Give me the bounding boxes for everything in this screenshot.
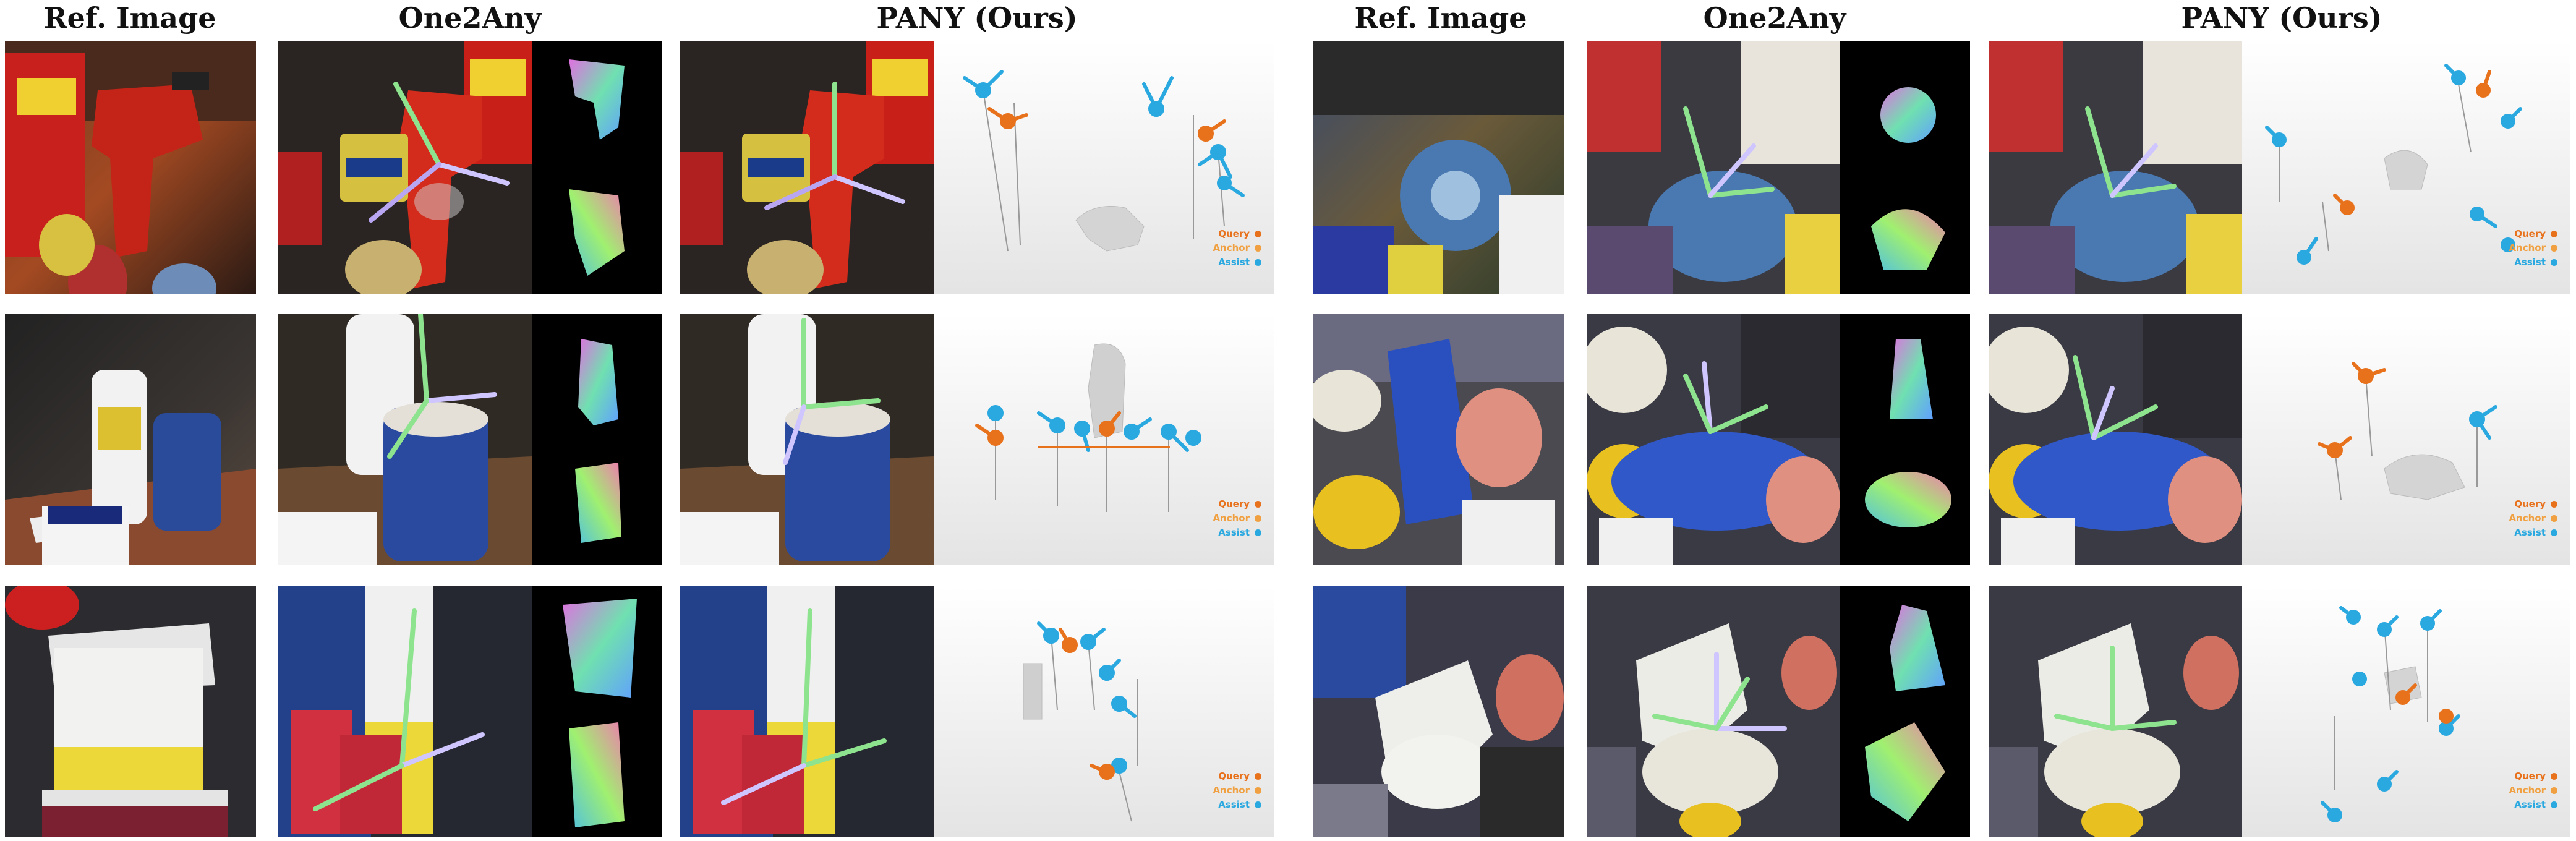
legend-query-label: Query — [1218, 228, 1250, 239]
pany-3d-render-r3: Query Anchor Assist — [934, 586, 1274, 837]
legend-assist-label: Assist — [1218, 799, 1250, 810]
one2any-pose-overlay-r4 — [1587, 41, 1840, 294]
ref-image-cleaner-masterchef — [5, 314, 256, 565]
legend-r4: Query Anchor Assist — [2509, 227, 2557, 270]
pany-pose-overlay-r1 — [680, 41, 934, 294]
ref-image-clutter-2 — [1313, 314, 1564, 565]
legend-anchor-label: Anchor — [2509, 785, 2546, 796]
camera-frustum-cluster — [963, 70, 1245, 197]
pany-pose-overlay-r6 — [1989, 586, 2242, 837]
pose-axis-z — [369, 162, 441, 223]
pany-3d-render-r2: Query Anchor Assist — [934, 314, 1274, 565]
pany-3d-render-r4: Query Anchor Assist — [2242, 41, 2570, 294]
pany-pose-overlay-r2 — [680, 314, 934, 565]
legend-anchor-label: Anchor — [2509, 242, 2546, 254]
header-ref-image-left: Ref. Image — [43, 1, 216, 35]
legend-query-label: Query — [1218, 498, 1250, 510]
legend-assist-label: Assist — [1218, 257, 1250, 268]
anchor-dot-icon — [1255, 245, 1261, 252]
header-pany-right: PANY (Ours) — [2181, 1, 2382, 35]
legend-r6: Query Anchor Assist — [2509, 769, 2557, 812]
legend-anchor-label: Anchor — [2509, 513, 2546, 524]
legend-assist-label: Assist — [2514, 799, 2546, 810]
ref-image-cheezit-drill — [5, 41, 256, 294]
pany-pose-overlay-r5 — [1989, 314, 2242, 565]
one2any-pose-overlay-r2 — [278, 314, 532, 565]
pose-axis-x — [437, 162, 510, 186]
one2any-nocs-maps-r1 — [532, 41, 662, 294]
legend-assist-label: Assist — [2514, 527, 2546, 538]
anchor-dot-icon — [1255, 515, 1261, 522]
one2any-nocs-maps-r5 — [1840, 314, 1970, 565]
query-dot-icon — [2551, 773, 2557, 780]
one2any-pose-overlay-r3 — [278, 586, 532, 837]
query-dot-icon — [2551, 501, 2557, 508]
legend-r3: Query Anchor Assist — [1213, 769, 1261, 812]
pany-3d-render-r6: Query Anchor Assist — [2242, 586, 2570, 837]
pany-3d-render-r5: Query Anchor Assist — [2242, 314, 2570, 565]
anchor-dot-icon — [1255, 787, 1261, 794]
one2any-pose-overlay-r6 — [1587, 586, 1840, 837]
legend-assist-label: Assist — [2514, 257, 2546, 268]
ref-image-clutter-1 — [1313, 41, 1564, 294]
one2any-pose-overlay-r1 — [278, 41, 532, 294]
legend-anchor-label: Anchor — [1213, 242, 1250, 254]
assist-dot-icon — [2551, 259, 2557, 266]
legend-assist-label: Assist — [1218, 527, 1250, 538]
pany-3d-render-r1: Query Anchor Assist — [934, 41, 1274, 294]
legend-anchor-label: Anchor — [1213, 513, 1250, 524]
ref-image-domino-sugar — [5, 586, 256, 837]
one2any-nocs-maps-r6 — [1840, 586, 1970, 837]
query-dot-icon — [1255, 773, 1261, 780]
assist-dot-icon — [2551, 801, 2557, 808]
pose-axis-y — [393, 82, 441, 167]
header-ref-image-right: Ref. Image — [1354, 1, 1527, 35]
legend-anchor-label: Anchor — [1213, 785, 1250, 796]
legend-r2: Query Anchor Assist — [1213, 497, 1261, 540]
query-dot-icon — [1255, 231, 1261, 237]
assist-dot-icon — [1255, 259, 1261, 266]
legend-query-label: Query — [2514, 498, 2546, 510]
assist-dot-icon — [2551, 529, 2557, 536]
one2any-nocs-maps-r2 — [532, 314, 662, 565]
header-one2any-right: One2Any — [1703, 1, 1846, 35]
one2any-nocs-maps-r4 — [1840, 41, 1970, 294]
one2any-nocs-maps-r3 — [532, 586, 662, 837]
query-dot-icon — [2551, 231, 2557, 237]
anchor-dot-icon — [2551, 245, 2557, 252]
legend-r1: Query Anchor Assist — [1213, 227, 1261, 270]
legend-query-label: Query — [1218, 771, 1250, 782]
legend-r5: Query Anchor Assist — [2509, 497, 2557, 540]
one2any-pose-overlay-r5 — [1587, 314, 1840, 565]
header-one2any-left: One2Any — [398, 1, 542, 35]
legend-query-label: Query — [2514, 228, 2546, 239]
ref-image-clutter-3 — [1313, 586, 1564, 837]
query-dot-icon — [1255, 501, 1261, 508]
pany-pose-overlay-r4 — [1989, 41, 2242, 294]
header-pany-left: PANY (Ours) — [876, 1, 1078, 35]
pany-pose-overlay-r3 — [680, 586, 934, 837]
legend-query-label: Query — [2514, 771, 2546, 782]
assist-dot-icon — [1255, 801, 1261, 808]
anchor-dot-icon — [2551, 515, 2557, 522]
assist-dot-icon — [1255, 529, 1261, 536]
anchor-dot-icon — [2551, 787, 2557, 794]
